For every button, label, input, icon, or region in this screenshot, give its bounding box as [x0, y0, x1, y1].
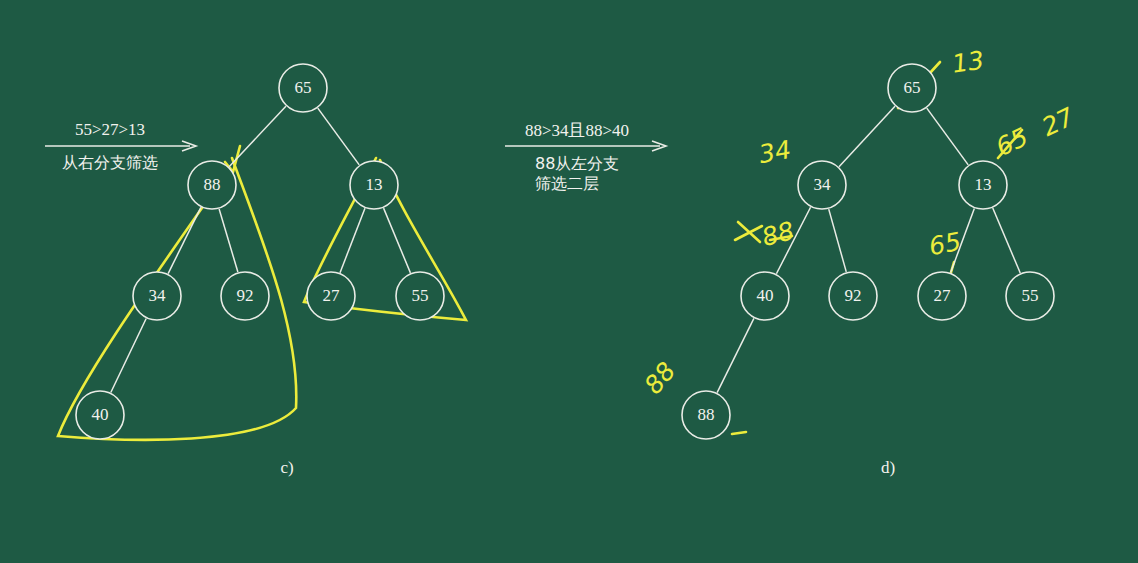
chalk-note: 65 [927, 227, 963, 261]
node-key: 55 [1005, 271, 1055, 321]
heap-node: 40 [75, 390, 125, 440]
heap-node: 65 [887, 63, 937, 113]
chalk-dash [732, 432, 746, 434]
strike-mark [735, 222, 762, 242]
arrow-head [652, 141, 666, 151]
arrow-line [45, 145, 190, 147]
chalk-note: 27 [1037, 102, 1078, 142]
heap-node: 88 [681, 390, 731, 440]
tree-edge [229, 106, 286, 167]
chalk-outline [304, 158, 466, 320]
node-key: 13 [349, 160, 399, 210]
tree-edge [219, 209, 238, 272]
caption-text: 88从左分支 筛选二层 [535, 154, 619, 194]
node-key: 34 [132, 271, 182, 321]
node-key: 40 [740, 271, 790, 321]
tree-edge [839, 106, 895, 166]
caption-text: 55>27>13 [75, 120, 145, 140]
node-key: 34 [797, 160, 847, 210]
node-key: 40 [75, 390, 125, 440]
chalk-note: 88 [639, 356, 682, 399]
tree-edge [384, 208, 411, 273]
heap-node: 27 [917, 271, 967, 321]
node-key: 27 [917, 271, 967, 321]
heap-node: 92 [828, 271, 878, 321]
heap-node: 92 [220, 271, 270, 321]
node-key: 65 [278, 63, 328, 113]
tree-edge [717, 318, 754, 392]
caption-text: 从右分支筛选 [62, 153, 158, 174]
node-key: 88 [187, 160, 237, 210]
chalk-outline [58, 158, 296, 440]
heap-node: 34 [132, 271, 182, 321]
tree-edge [829, 209, 847, 272]
tree-edge [168, 207, 201, 273]
heap-node: 55 [395, 271, 445, 321]
caption-text: d) [881, 458, 895, 478]
heap-node: 27 [306, 271, 356, 321]
chalk-note: 65 [991, 122, 1032, 162]
heap-node: 88 [187, 160, 237, 210]
heap-node: 34 [797, 160, 847, 210]
node-key: 55 [395, 271, 445, 321]
node-key: 13 [958, 160, 1008, 210]
tree-edge [318, 108, 359, 165]
tree-edge [927, 108, 968, 165]
heap-node: 65 [278, 63, 328, 113]
node-key: 88 [681, 390, 731, 440]
chalk-note: 34 [757, 135, 793, 169]
caption-text: 88>34且88>40 [525, 119, 629, 142]
heap-node: 13 [958, 160, 1008, 210]
chalk-note: 88 [759, 216, 797, 252]
arrow-line [505, 145, 660, 147]
arrow-head [182, 141, 196, 151]
node-key: 92 [220, 271, 270, 321]
node-key: 27 [306, 271, 356, 321]
chalk-note: 13 [950, 45, 986, 78]
heap-node: 13 [349, 160, 399, 210]
caption-text: c) [280, 458, 293, 478]
node-key: 65 [887, 63, 937, 113]
tree-edge [111, 319, 146, 393]
node-key: 92 [828, 271, 878, 321]
tree-edge [340, 208, 365, 272]
heap-node: 55 [1005, 271, 1055, 321]
heap-node: 40 [740, 271, 790, 321]
tree-edge [993, 208, 1021, 273]
